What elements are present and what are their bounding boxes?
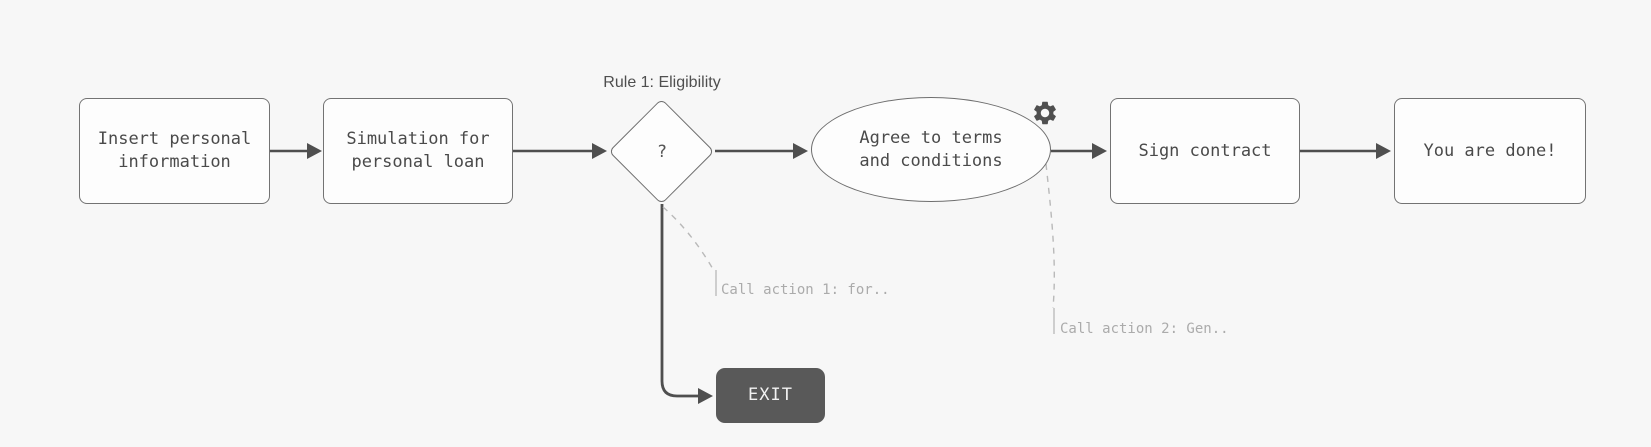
node-insert-personal-information[interactable]: Insert personal information — [79, 98, 270, 204]
arrowhead-icon — [592, 143, 607, 159]
arrowhead-icon — [793, 143, 808, 159]
connector-decision-to-exit — [660, 204, 713, 404]
node-exit[interactable]: EXIT — [716, 368, 825, 423]
node-label: EXIT — [748, 385, 793, 405]
node-label: Agree to terms and conditions — [859, 127, 1003, 171]
node-sign-contract[interactable]: Sign contract — [1110, 98, 1300, 204]
connector-insert-to-simulation — [270, 143, 322, 159]
annotation-call-action-1: Call action 1: for.. — [721, 282, 890, 298]
arrowhead-icon — [307, 143, 322, 159]
node-label: Insert personal information — [97, 129, 252, 172]
arrowhead-icon — [698, 388, 713, 404]
decision-rule-label: Rule 1: Eligibility — [603, 74, 721, 91]
node-label: Simulation for personal loan — [346, 129, 490, 172]
node-label: You are done! — [1423, 140, 1557, 161]
connector-simulation-to-decision — [513, 143, 607, 159]
gear-icon-glyph — [1034, 101, 1056, 125]
gear-icon[interactable] — [1031, 99, 1059, 127]
node-you-are-done[interactable]: You are done! — [1394, 98, 1586, 204]
node-label: Sign contract — [1138, 140, 1272, 161]
decision-question-mark: ? — [656, 142, 668, 162]
annotation-call-action-2: Call action 2: Gen.. — [1060, 321, 1229, 337]
connector-agree-to-sign — [1051, 143, 1107, 159]
node-agree-terms-conditions[interactable]: Agree to terms and conditions — [811, 97, 1051, 202]
leader-call-action-2 — [1045, 163, 1056, 334]
arrowhead-icon — [1376, 143, 1391, 159]
arrowhead-icon — [1092, 143, 1107, 159]
connector-sign-to-done — [1300, 143, 1391, 159]
leader-call-action-1 — [662, 206, 717, 296]
connector-decision-to-agree — [715, 143, 808, 159]
node-simulation-personal-loan[interactable]: Simulation for personal loan — [323, 98, 513, 204]
